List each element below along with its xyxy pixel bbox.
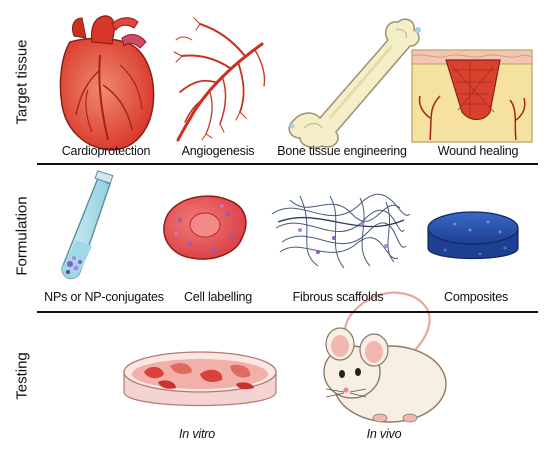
- caption-cardioprotection: Cardioprotection: [61, 144, 151, 158]
- caption-composites: Composites: [444, 290, 508, 304]
- caption-bone-tissue-engineering: Bone tissue engineering: [277, 144, 407, 158]
- caption-in-vivo: In vivo: [366, 427, 402, 441]
- mouse-icon: [323, 291, 447, 423]
- bone-icon: [288, 18, 421, 149]
- test-tube-icon: [61, 170, 114, 279]
- composite-disc-icon: [427, 211, 519, 260]
- caption-nps-conjugates: NPs or NP-conjugates: [44, 290, 164, 304]
- caption-wound-healing: Wound healing: [437, 144, 519, 158]
- petri-dish-icon: [123, 351, 277, 407]
- caption-fibrous-scaffolds: Fibrous scaffolds: [292, 290, 384, 304]
- caption-cell-labelling: Cell labelling: [183, 290, 253, 304]
- caption-in-vitro: In vitro: [179, 427, 215, 441]
- heart-icon: [59, 15, 155, 151]
- skin-wound-icon: [411, 49, 533, 143]
- row-label-testing: Testing: [13, 352, 31, 400]
- row-divider-2: [37, 311, 538, 313]
- row-label-target-tissue: Target tissue: [13, 39, 31, 125]
- row-divider-1: [37, 163, 538, 165]
- blood-vessels-icon: [173, 17, 266, 142]
- cell-icon: [163, 195, 247, 260]
- fiber-mesh-icon: [271, 193, 411, 269]
- caption-angiogenesis: Angiogenesis: [181, 144, 255, 158]
- row-label-formulation: Formulation: [13, 196, 31, 276]
